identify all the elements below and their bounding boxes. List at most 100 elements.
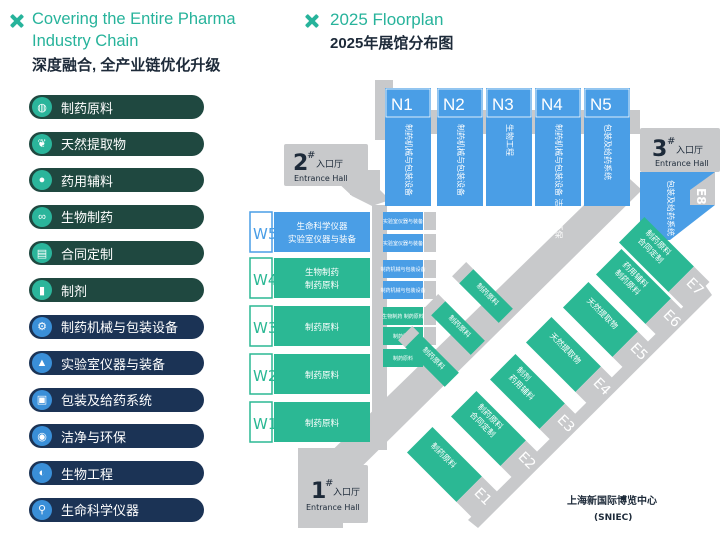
bottle-icon: ▮ [32, 280, 52, 300]
category-label: 生物制药 [61, 210, 114, 226]
hall-id: W5 [253, 225, 277, 243]
hall-n5[interactable]: N5 包装及给药系统 [584, 88, 630, 206]
dna-icon: ∞ [32, 206, 52, 227]
entrance-1[interactable]: 1 # 入口厅 Entrance Hall [300, 440, 368, 523]
hall-id: N2 [443, 95, 465, 114]
hall-text: 制药原料 [393, 355, 413, 362]
category-pill[interactable]: ◍ 制药原料 [29, 95, 204, 119]
drop-icon: ● [32, 170, 52, 191]
small-hall-3[interactable]: 制药机械与包装设备 [380, 260, 436, 278]
biotech-icon: ◐ [32, 463, 52, 483]
hall-id: W3 [253, 319, 277, 337]
entrance-2-sup: # [307, 150, 315, 161]
hall-w1[interactable]: W1 制药原料 [249, 401, 370, 443]
category-label: 生物工程 [61, 466, 114, 482]
hall-text: 制药原料 [305, 280, 340, 291]
entrance-3-sup: # [667, 136, 675, 147]
category-label: 制药原料 [61, 100, 114, 116]
hall-text: 制药机械与包装设备 [456, 124, 466, 196]
hall-id: N3 [492, 95, 514, 114]
hall-inner-2[interactable]: 制药原料 [424, 294, 485, 355]
category-label: 洁净与环保 [61, 429, 127, 445]
hall-text: 制药原料 [305, 418, 340, 429]
capsule-icon: ◍ [32, 97, 52, 117]
floorplan-title-en: 2025 Floorplan [330, 10, 444, 29]
package-icon: ▣ [32, 389, 52, 410]
heading-en-line2: Industry Chain [32, 32, 139, 50]
hall-e8[interactable]: E8 包装及给药系统 [640, 172, 715, 240]
category-pill[interactable]: ❦ 天然提取物 [29, 131, 204, 156]
hall-w2[interactable]: W2 制药原料 [249, 353, 370, 395]
entrance-2-number: 2 [293, 151, 308, 176]
venue-name-en: (SNIEC) [594, 513, 632, 523]
hall-text: 生命科学仪器 [296, 221, 348, 232]
category-pill[interactable]: ◉ 洁净与环保 [29, 424, 204, 449]
hall-text: 实验室仪器与装备 [383, 218, 423, 225]
hall-text: 制药机械与包装设备 洁净与环保 [554, 124, 564, 239]
small-hall-1[interactable]: 实验室仪器与装备 [383, 212, 436, 230]
category-pill[interactable]: ▮ 制剂 [29, 278, 204, 302]
hall-text: 包装及给药系统 [603, 124, 613, 180]
hall-text: 制药机械与包装设备 [380, 287, 425, 294]
small-hall-2[interactable]: 实验室仪器与装备 [383, 234, 436, 252]
entrance-3-cn: 入口厅 [676, 145, 703, 156]
entrance-3-en: Entrance Hall [655, 159, 709, 168]
hall-id: W1 [253, 415, 277, 433]
floorplan-title-cn: 2025年展馆分布图 [330, 35, 454, 52]
category-pill[interactable]: ▤合同定制 [29, 241, 204, 266]
hall-id: N5 [590, 95, 612, 114]
category-label: 药用辅料 [61, 173, 114, 189]
category-pill[interactable]: ◐ 生物工程 [29, 461, 204, 485]
category-label: 生命科学仪器 [61, 503, 140, 519]
entrance-2-cn: 入口厅 [316, 159, 343, 170]
category-pill[interactable]: ⚙制药机械与包装设备 [29, 314, 204, 339]
category-label: 实验室仪器与装备 [61, 356, 166, 372]
entrance-3-number: 3 [652, 137, 667, 162]
hall-text: 生物制药 [305, 267, 339, 278]
small-hall-5[interactable]: 生物制药 制药原料 [382, 307, 436, 325]
hall-id: W2 [253, 367, 277, 385]
category-pill[interactable]: ∞ 生物制药 [29, 204, 204, 229]
hall-n2[interactable]: N2 制药机械与包装设备 [437, 88, 483, 206]
entrance-3[interactable]: 3 # 入口厅 Entrance Hall [640, 128, 720, 172]
hall-id: N1 [391, 95, 413, 114]
entrance-1-sup: # [325, 478, 333, 489]
hall-n4[interactable]: N4 制药机械与包装设备 洁净与环保 [535, 88, 581, 239]
category-pill[interactable]: ⚲ 生命科学仪器 [29, 497, 204, 522]
mask-icon: ◉ [32, 426, 52, 447]
hall-n1[interactable]: N1 制药机械与包装设备 [385, 88, 431, 206]
entrance-2[interactable]: 2 # 入口厅 Entrance Hall [284, 144, 368, 186]
hall-text: 实验室仪器与装备 [383, 240, 423, 247]
entrance-1-cn: 入口厅 [333, 487, 360, 498]
hall-id: W4 [253, 271, 277, 289]
category-pill[interactable]: ▣包装及给药系统 [29, 387, 204, 412]
hall-text: 实验室仪器与装备 [288, 234, 357, 245]
leaf-icon: ❦ [32, 133, 52, 154]
hall-text: 生物制药 制药原料 [382, 313, 424, 320]
venue-name-cn: 上海新国际博览中心 [567, 494, 657, 507]
category-label: 天然提取物 [61, 137, 127, 153]
category-pill[interactable]: ● 药用辅料 [29, 168, 204, 193]
entrance-1-en: Entrance Hall [306, 503, 360, 512]
hall-text: 制药机械与包装设备 [380, 266, 425, 273]
microscope-icon: ⚲ [32, 499, 52, 520]
hall-e8-text: 包装及给药系统 [666, 180, 676, 236]
hall-id: N4 [541, 95, 563, 114]
hall-text: 制药原料 [305, 370, 340, 381]
category-label: 制剂 [61, 283, 88, 299]
category-pill[interactable]: ▲实验室仪器与装备 [29, 351, 204, 376]
hall-text: 生物工程 [505, 124, 515, 156]
hall-text: 制药机械与包装设备 [404, 124, 414, 196]
small-hall-4[interactable]: 制药机械与包装设备 [380, 281, 436, 299]
hall-n3[interactable]: N3 生物工程 [486, 88, 532, 206]
